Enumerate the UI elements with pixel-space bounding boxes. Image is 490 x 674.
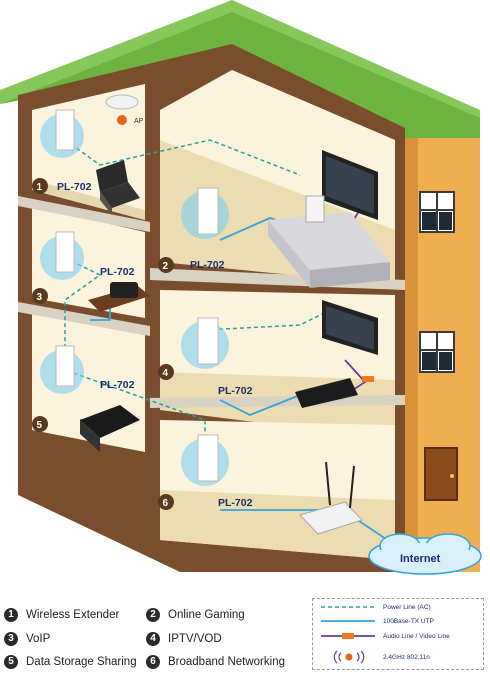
nas-storage [80, 405, 140, 438]
legend-power-line: Power Line (AC) [383, 604, 431, 611]
legend-symbols [321, 606, 375, 664]
svg-text:5: 5 [37, 420, 43, 431]
application-badge-4: 4 [146, 632, 160, 646]
tv-stand [268, 212, 390, 270]
application-label-5: Data Storage Sharing [26, 656, 137, 668]
game-console [305, 195, 325, 223]
power-line [64, 139, 301, 176]
legend-wifi: 2.4GHz 802.11n [383, 654, 430, 661]
room-badge-2: 2 [158, 257, 174, 273]
application-badge-6: 6 [146, 655, 160, 669]
wireless-router [299, 501, 363, 535]
window-middle [419, 331, 455, 373]
adapter-room-3 [40, 231, 84, 280]
device-label-room-6: PL-702 [218, 497, 253, 509]
ap-label: AP [134, 118, 144, 125]
application-3: 3 VoIP [4, 632, 50, 646]
adapter-room-6 [181, 434, 229, 486]
application-label-6: Broadband Networking [168, 656, 285, 668]
svg-text:2: 2 [163, 261, 169, 272]
application-1: 1 Wireless Extender [4, 608, 119, 622]
application-6: 6 Broadband Networking [146, 655, 285, 669]
device-label-room-2: PL-702 [190, 259, 225, 271]
legend-wifi-icon [333, 650, 365, 664]
adapter-room-2 [181, 187, 229, 239]
application-badge-5: 5 [4, 655, 18, 669]
application-label-1: Wireless Extender [26, 609, 120, 621]
svg-text:4: 4 [163, 368, 169, 379]
room-badge-1: 1 [32, 178, 48, 194]
application-label-2: Online Gaming [168, 609, 245, 621]
house-diagram: AP PL-702 PL-702 PL-702 PL-702 PL-702 PL… [0, 0, 482, 575]
svg-text:1: 1 [37, 182, 43, 193]
room-badge-3: 3 [32, 288, 48, 304]
application-badge-3: 3 [4, 632, 18, 646]
room-badge-4: 4 [158, 364, 174, 380]
application-label-3: VoIP [26, 633, 51, 645]
roof [0, 2, 480, 138]
laptop [100, 182, 140, 208]
svg-text:6: 6 [163, 498, 169, 509]
application-badge-1: 1 [4, 608, 18, 622]
adapter-room-1 [40, 109, 84, 158]
front-door [424, 447, 458, 501]
svg-text:3: 3 [37, 292, 43, 303]
ceiling-ap [105, 94, 139, 110]
application-label-4: IPTV/VOD [168, 633, 222, 645]
legend-av-line: Audio Line / Video Line [383, 633, 450, 640]
device-label-room-3: PL-702 [100, 266, 135, 278]
internet-label: Internet [400, 553, 441, 565]
application-2: 2 Online Gaming [146, 608, 245, 622]
set-top-box [295, 378, 358, 408]
internet-cloud: Internet [368, 533, 482, 575]
legend-utp: 100Base-TX UTP [383, 618, 434, 625]
device-label-room-5: PL-702 [100, 379, 135, 391]
device-label-room-4: PL-702 [218, 385, 253, 397]
room-badge-6: 6 [158, 494, 174, 510]
application-4: 4 IPTV/VOD [146, 632, 222, 646]
application-badge-2: 2 [146, 608, 160, 622]
adapter-room-4 [181, 317, 229, 369]
connection-legend: Power Line (AC) 100Base-TX UTP Audio Lin… [312, 598, 484, 670]
window-upper [419, 191, 455, 233]
device-label-room-1: PL-702 [57, 181, 92, 193]
adapter-room-5 [40, 345, 84, 394]
application-5: 5 Data Storage Sharing [4, 655, 137, 669]
ip-phone [110, 282, 138, 298]
room-badge-5: 5 [32, 416, 48, 432]
